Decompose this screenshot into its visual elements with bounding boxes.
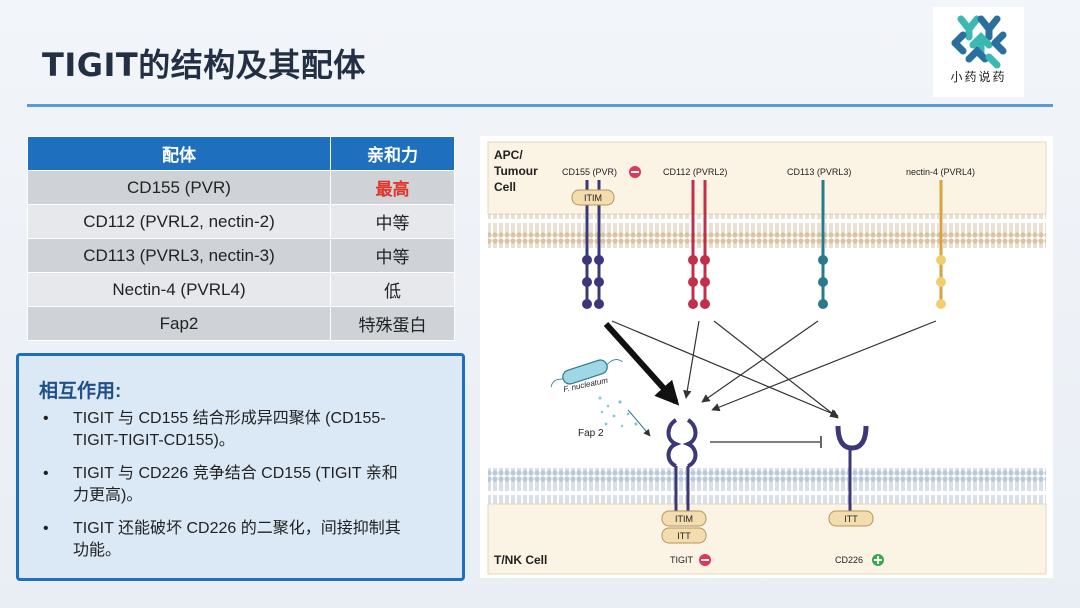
bullet-text-line2: 功能。 bbox=[73, 542, 122, 559]
ligand-cell: CD112 (PVRL2, nectin-2) bbox=[27, 204, 331, 239]
cd112-tigit-arrow bbox=[683, 320, 700, 399]
affinity-cell: 最高 bbox=[330, 170, 455, 205]
minus-glyph bbox=[701, 559, 709, 561]
interaction-title: 相互作用: bbox=[39, 381, 122, 402]
bullet-text-line2: TIGIT-TIGIT-CD155)。 bbox=[73, 432, 235, 449]
tnk-membrane bbox=[488, 468, 1046, 504]
ligand-label-cd113: CD113 (PVRL3) bbox=[787, 167, 851, 177]
bullet-icon: • bbox=[43, 520, 49, 537]
table-row: CD112 (PVRL2, nectin-2) 中等 bbox=[27, 204, 455, 239]
table-header-row: 配体 亲和力 bbox=[27, 136, 455, 171]
fap2-particles bbox=[598, 396, 638, 428]
ligand-label-cd155: CD155 (PVR) bbox=[562, 167, 617, 177]
cd155-tigit-arrow bbox=[603, 321, 680, 406]
molecule-logo-icon bbox=[951, 15, 1007, 69]
column-header-ligand: 配体 bbox=[27, 136, 331, 171]
tigit-itt-badge bbox=[661, 527, 707, 544]
bullet-text-line1: TIGIT 与 CD155 结合形成异四聚体 (CD155- bbox=[73, 410, 386, 427]
nectin4-tigit-arrow bbox=[711, 320, 937, 412]
cd113-tigit-arrow bbox=[701, 320, 819, 403]
tigit-itt-label: ITT bbox=[677, 531, 691, 541]
cd226-label: CD226 bbox=[835, 555, 863, 565]
list-item: • TIGIT 与 CD155 结合形成异四聚体 (CD155- TIGIT-T… bbox=[39, 408, 449, 452]
minus-glyph bbox=[631, 171, 639, 173]
bacterium-icon bbox=[550, 359, 623, 388]
affinity-cell: 低 bbox=[330, 272, 455, 307]
ligand-cell: Fap2 bbox=[27, 306, 331, 341]
bullet-icon: • bbox=[43, 465, 49, 482]
itim-badge-top bbox=[571, 189, 615, 206]
ligand-label-nectin4: nectin-4 (PVRL4) bbox=[906, 167, 975, 177]
apc-label: Cell bbox=[494, 180, 516, 194]
table-row: CD155 (PVR) 最高 bbox=[27, 170, 455, 205]
tnk-label: T/NK Cell bbox=[494, 553, 547, 567]
fap2-arrow bbox=[627, 409, 651, 437]
tigit-label: TIGIT bbox=[670, 555, 693, 565]
column-header-affinity: 亲和力 bbox=[330, 136, 455, 171]
table-row: CD113 (PVRL3, nectin-3) 中等 bbox=[27, 238, 455, 273]
apc-membrane bbox=[488, 214, 1046, 248]
cd112-ligand bbox=[688, 180, 710, 309]
list-item: • TIGIT 还能破坏 CD226 的二聚化，间接抑制其 功能。 bbox=[39, 518, 449, 562]
interaction-box: 相互作用: • TIGIT 与 CD155 结合形成异四聚体 (CD155- T… bbox=[16, 353, 465, 581]
affinity-cell: 特殊蛋白 bbox=[330, 306, 455, 341]
affinity-cell: 中等 bbox=[330, 204, 455, 239]
bullet-text-line1: TIGIT 与 CD226 竞争结合 CD155 (TIGIT 亲和 bbox=[73, 465, 398, 482]
itim-label-top: ITIM bbox=[584, 193, 602, 203]
cd155-ligand bbox=[582, 180, 604, 309]
cd226-itt-label: ITT bbox=[844, 514, 858, 524]
plus-glyph-v bbox=[877, 556, 879, 564]
affinity-cell: 中等 bbox=[330, 238, 455, 273]
cd113-ligand bbox=[818, 180, 828, 309]
ligand-affinity-table: 配体 亲和力 CD155 (PVR) 最高 CD112 (PVRL2, nect… bbox=[27, 136, 455, 341]
apc-label: APC/ bbox=[494, 148, 523, 162]
tigit-receptor bbox=[666, 418, 698, 514]
cd226-receptor bbox=[835, 425, 869, 514]
cd226-itt-badge bbox=[828, 510, 874, 527]
tigit-itim-badge bbox=[661, 510, 707, 527]
fap2-label: Fap 2 bbox=[578, 428, 604, 439]
bullet-icon: • bbox=[43, 410, 49, 427]
tnk-cytoplasm bbox=[487, 503, 1047, 575]
table-row: Nectin-4 (PVRL4) 低 bbox=[27, 272, 455, 307]
ligand-cell: Nectin-4 (PVRL4) bbox=[27, 272, 331, 307]
ligand-cell: CD113 (PVRL3, nectin-3) bbox=[27, 238, 331, 273]
bullet-text-line2: 力更高)。 bbox=[73, 487, 143, 504]
apc-label: Tumour bbox=[494, 164, 538, 178]
page-title: TIGIT的结构及其配体 bbox=[42, 46, 366, 84]
logo: 小药说药 bbox=[933, 7, 1024, 97]
cd112-cd226-arrow bbox=[713, 320, 839, 419]
tigit-itim-label: ITIM bbox=[675, 514, 693, 524]
title-divider bbox=[27, 104, 1053, 107]
apc-cytoplasm bbox=[487, 141, 1047, 215]
ligand-cell: CD155 (PVR) bbox=[27, 170, 331, 205]
cd155-cd226-arrow bbox=[611, 320, 839, 417]
interaction-list: • TIGIT 与 CD155 结合形成异四聚体 (CD155- TIGIT-T… bbox=[39, 408, 449, 573]
table-row: Fap2 特殊蛋白 bbox=[27, 306, 455, 341]
list-item: • TIGIT 与 CD226 竞争结合 CD155 (TIGIT 亲和 力更高… bbox=[39, 463, 449, 507]
bullet-text-line1: TIGIT 还能破坏 CD226 的二聚化，间接抑制其 bbox=[73, 520, 401, 537]
ligand-label-cd112: CD112 (PVRL2) bbox=[663, 167, 727, 177]
logo-text: 小药说药 bbox=[950, 70, 1007, 84]
tigit-diagram: APC/ Tumour Cell T/NK Cell CD155 (PVR) C… bbox=[480, 136, 1053, 578]
nectin4-ligand bbox=[936, 180, 946, 309]
